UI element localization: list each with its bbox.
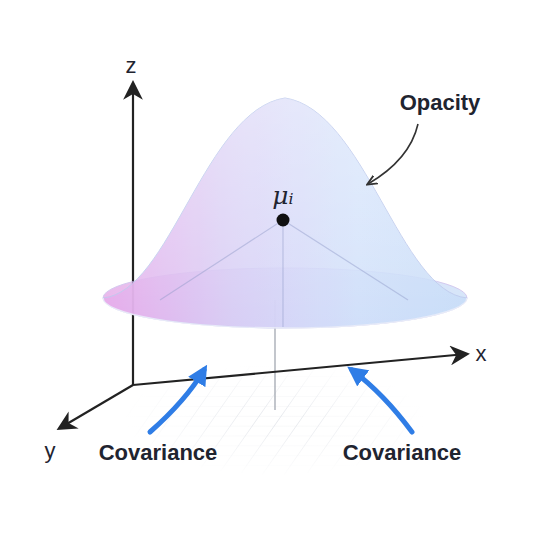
leader-line xyxy=(368,124,418,184)
gaussian-bell xyxy=(103,98,467,328)
property-label: Covariance xyxy=(99,441,218,465)
covariance-arrows xyxy=(150,370,412,432)
axis-label: x xyxy=(476,342,487,366)
property-label: Covariance xyxy=(343,441,462,465)
property-label: Opacity xyxy=(400,91,481,115)
axis-label: z xyxy=(126,54,137,78)
axis-label: y xyxy=(45,439,56,463)
axes xyxy=(60,84,466,428)
mean-label: μᵢ xyxy=(272,182,293,210)
